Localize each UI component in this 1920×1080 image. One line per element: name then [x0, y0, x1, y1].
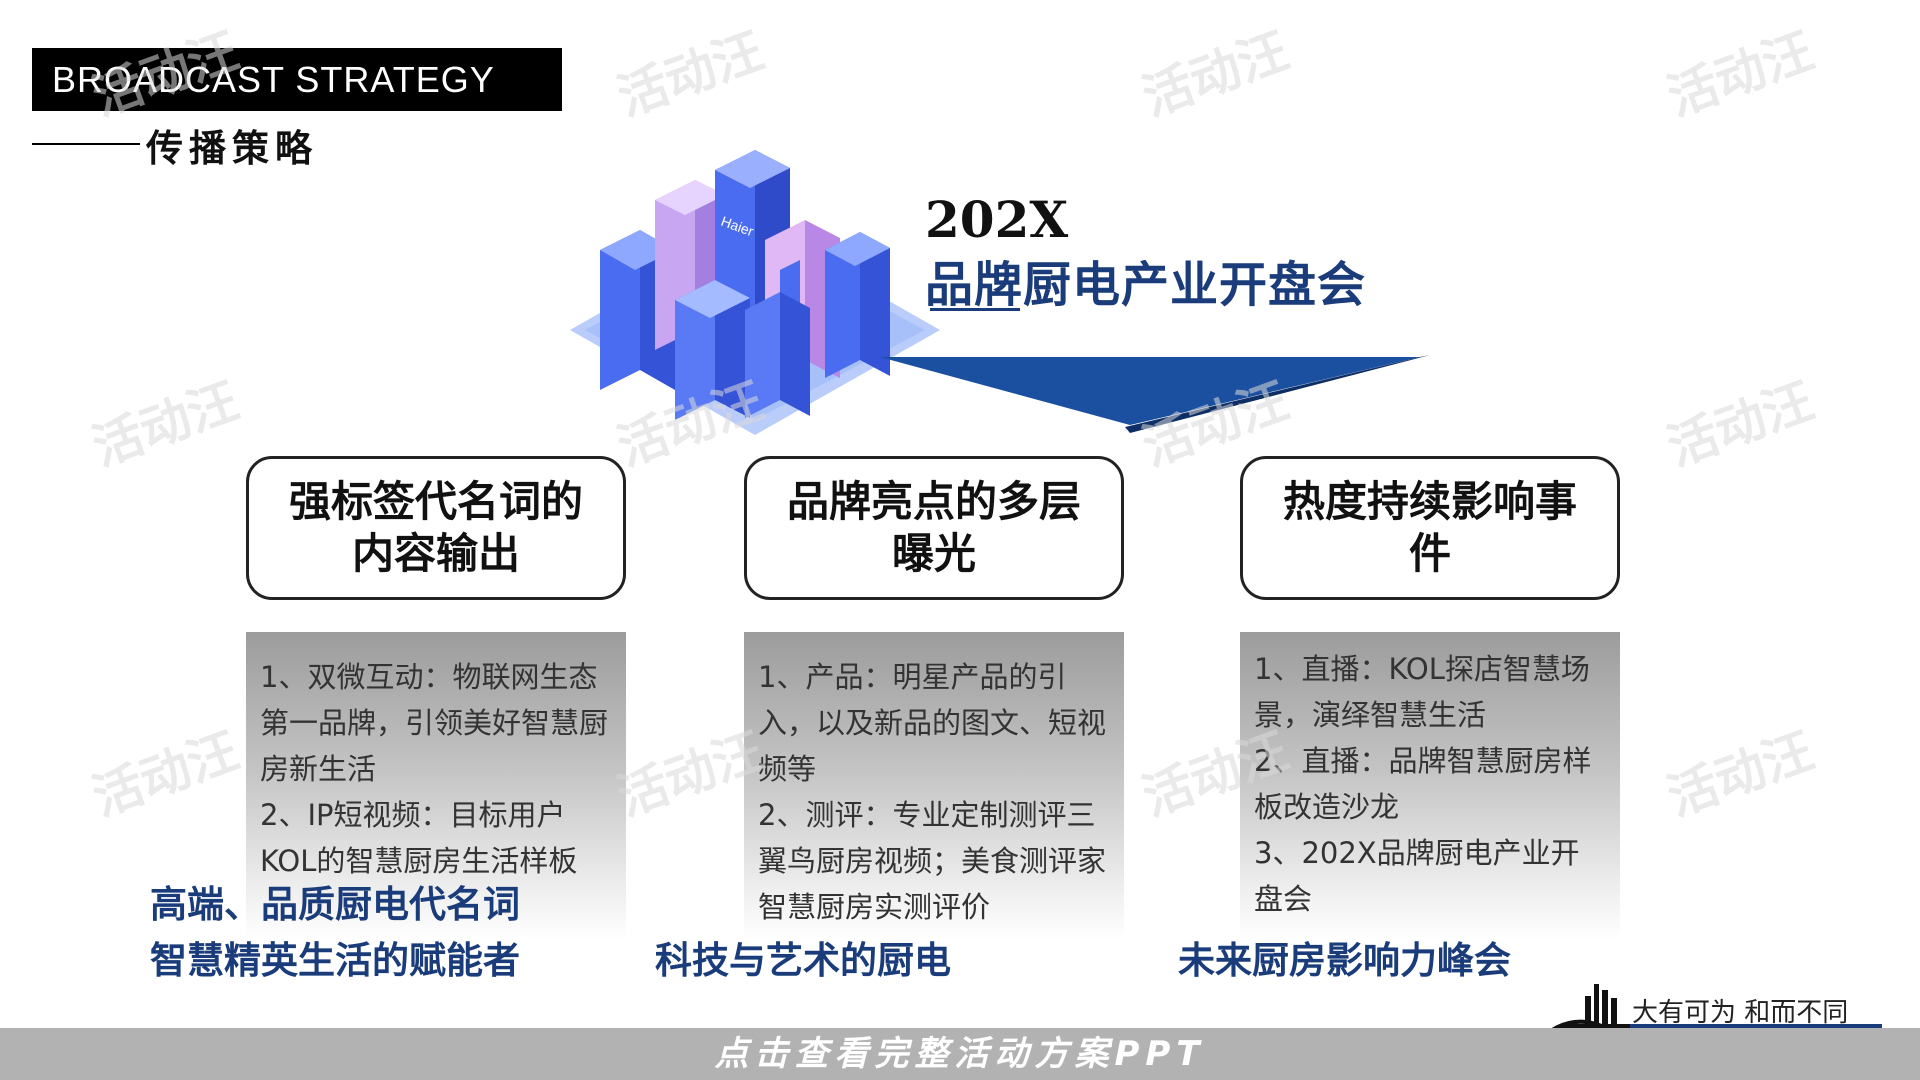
pillar-description-1: 1、双微互动：物联网生态第一品牌，引领美好智慧厨房新生活 2、IP短视频：目标用… — [246, 632, 626, 940]
pillar-3-line-3: 3、202X品牌厨电产业开盘会 — [1254, 836, 1580, 916]
watermark-text: 活动汪 — [1135, 21, 1296, 128]
company-slogan: 大有可为 和而不同 — [1632, 998, 1849, 1028]
event-title-underline — [930, 308, 1020, 311]
building-right — [825, 232, 890, 378]
event-year: 202X — [925, 190, 1069, 249]
view-full-ppt-link[interactable]: 点击查看完整活动方案PPT — [0, 1028, 1920, 1080]
watermark-mascot-icon: 活动汪 — [20, 371, 260, 520]
pillar-2-line-2: 2、测评：专业定制测评三翼鸟厨房视频；美食测评家智慧厨房实测评价 — [758, 798, 1107, 924]
tagline-3: 未来厨房影响力峰会 — [1178, 938, 1511, 982]
building-front-low — [675, 280, 750, 420]
watermark-text: 活动汪 — [1660, 21, 1821, 128]
event-title: 品牌厨电产业开盘会 — [925, 257, 1367, 313]
section-title-en: BROADCAST STRATEGY — [32, 48, 562, 111]
tagline-1a: 高端、品质厨电代名词 — [150, 882, 520, 926]
watermark-text: 活动汪 — [610, 21, 771, 128]
watermark-mascot-icon: 活动汪 — [1595, 371, 1835, 520]
pillar-title-box-1: 强标签代名词的内容输出 — [246, 456, 626, 600]
pillar-3-line-1: 1、直播：KOL探店智慧场景，演绎智慧生活 — [1254, 652, 1590, 732]
title-divider — [32, 143, 140, 145]
tagline-2: 科技与艺术的厨电 — [655, 938, 951, 982]
pillar-title-box-3: 热度持续影响事件 — [1240, 456, 1620, 600]
pillar-1-line-1: 1、双微互动：物联网生态第一品牌，引领美好智慧厨房新生活 — [260, 660, 609, 786]
city-buildings-illustration: Haier — [570, 150, 940, 435]
watermark-mascot-icon: 活动汪 — [1595, 721, 1835, 870]
pillar-title-box-2: 品牌亮点的多层曝光 — [744, 456, 1124, 600]
building-front-right — [745, 292, 810, 418]
pillar-description-3: 1、直播：KOL探店智慧场景，演绎智慧生活 2、直播：品牌智慧厨房样板改造沙龙 … — [1240, 632, 1620, 940]
watermark-mascot-icon: 活动汪 — [1595, 21, 1835, 170]
pillar-2-line-1: 1、产品：明星产品的引入，以及新品的图文、短视频等 — [758, 660, 1107, 786]
pillar-3-line-2: 2、直播：品牌智慧厨房样板改造沙龙 — [1254, 744, 1592, 824]
watermark-text: 活动汪 — [1660, 721, 1821, 828]
watermark-mascot-icon: 活动汪 — [1070, 21, 1310, 170]
tagline-1b: 智慧精英生活的赋能者 — [150, 938, 520, 982]
watermark-mascot-icon: 活动汪 — [20, 721, 260, 870]
blue-chevron-shape — [880, 355, 1430, 433]
watermark-text: 活动汪 — [85, 721, 246, 828]
pillar-description-2: 1、产品：明星产品的引入，以及新品的图文、短视频等 2、测评：专业定制测评三翼鸟… — [744, 632, 1124, 940]
watermark-text: 活动汪 — [85, 371, 246, 478]
watermark-text: 活动汪 — [1660, 371, 1821, 478]
section-title-cn: 传播策略 — [146, 126, 318, 170]
pillar-1-line-2: 2、IP短视频：目标用户KOL的智慧厨房生活样板 — [260, 798, 578, 878]
